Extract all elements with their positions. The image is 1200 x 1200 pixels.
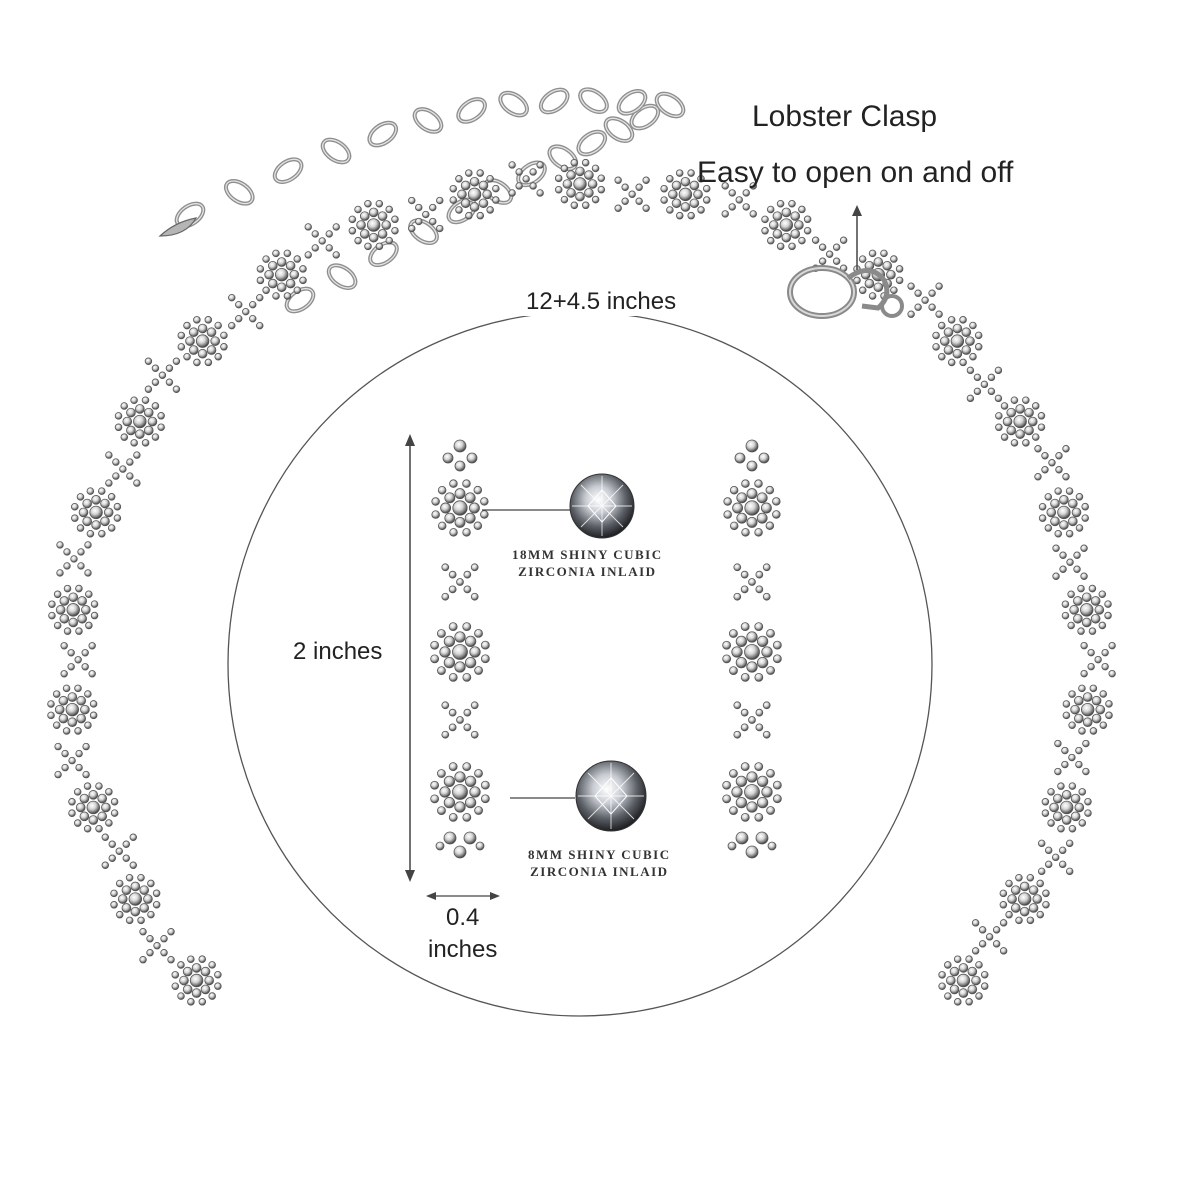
length-label: 12+4.5 inches xyxy=(522,288,681,316)
clasp-subtitle: Easy to open on and off xyxy=(697,156,1014,189)
stone-caption-18mm-line2: ZIRCONIA INLAID xyxy=(518,564,657,579)
height-label: 2 inches xyxy=(293,638,383,665)
width-unit: inches xyxy=(428,936,498,963)
stone-detail-8mm xyxy=(510,760,647,832)
stone-caption-18mm: 18MM SHINY CUBIC ZIRCONIA INLAID xyxy=(512,546,663,580)
stone-caption-8mm-line1: 8MM SHINY CUBIC xyxy=(528,847,671,862)
earring-left xyxy=(430,439,490,859)
clasp-title: Lobster Clasp xyxy=(752,100,938,133)
stone-caption-18mm-line1: 18MM SHINY CUBIC xyxy=(512,547,663,562)
stone-caption-8mm: 8MM SHINY CUBIC ZIRCONIA INLAID xyxy=(528,846,671,880)
lobster-clasp xyxy=(787,265,904,319)
width-value: 0.4 xyxy=(446,904,480,931)
earring-right xyxy=(722,439,782,859)
height-dimension-line xyxy=(405,434,415,882)
width-dimension-line xyxy=(426,892,500,900)
stone-detail-18mm xyxy=(482,473,635,539)
clasp-arrow xyxy=(852,205,862,270)
extender-chain xyxy=(158,87,686,314)
width-label: 0.4 inches xyxy=(428,902,497,966)
rhinestone-choker xyxy=(47,158,1116,1006)
stone-caption-8mm-line2: ZIRCONIA INLAID xyxy=(530,864,669,879)
